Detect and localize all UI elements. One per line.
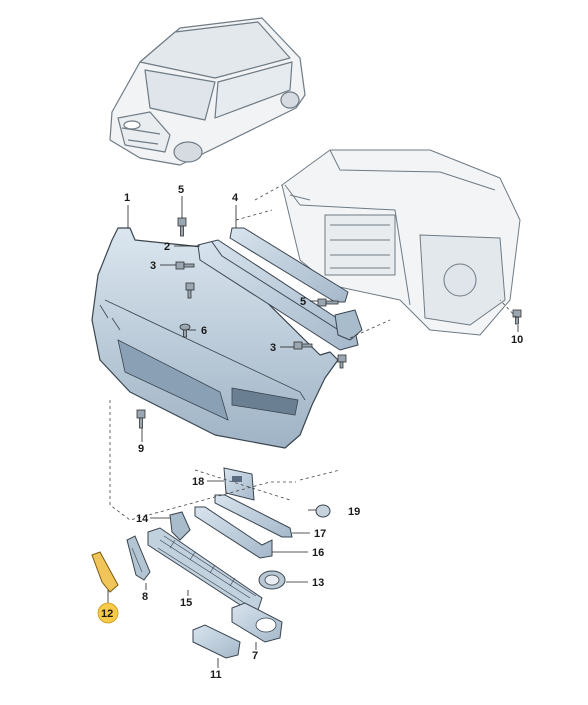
bumper-carrier <box>229 227 349 303</box>
callout-17: 17 <box>314 528 326 540</box>
blanking-cover <box>192 624 241 659</box>
grille-bracket <box>169 511 191 541</box>
fog-light <box>258 570 286 590</box>
callout-12-highlight: 12 <box>97 602 119 624</box>
guide-lines <box>109 184 518 521</box>
callout-6: 6 <box>201 325 207 337</box>
callout-10: 10 <box>511 334 523 346</box>
screw-5-top <box>177 217 187 237</box>
screw-5-right <box>317 298 339 307</box>
callout-9: 9 <box>138 443 144 455</box>
side-bracket <box>334 309 363 341</box>
clip-9 <box>136 409 146 429</box>
callout-14: 14 <box>136 513 149 525</box>
leader-lines <box>107 196 519 668</box>
license-plate-bracket <box>223 467 255 501</box>
callout-7: 7 <box>252 650 258 662</box>
trim-strip-upper <box>214 494 293 538</box>
callout-13: 13 <box>312 577 324 589</box>
fog-light-frame <box>231 602 283 643</box>
screw-3-left <box>175 261 195 270</box>
bumper-cover <box>91 227 339 449</box>
screw-lower-right <box>337 354 347 369</box>
vehicle-body-frame <box>281 149 521 336</box>
callout-8: 8 <box>142 591 148 603</box>
callout-3b: 3 <box>270 342 276 354</box>
side-grille-left <box>126 535 151 581</box>
callout-5b: 5 <box>300 296 306 308</box>
callout-3a: 3 <box>150 260 156 272</box>
screw-10 <box>512 309 522 325</box>
clip-6 <box>179 323 191 338</box>
callout-11: 11 <box>210 669 222 681</box>
callout-4: 4 <box>232 192 239 204</box>
callout-5a: 5 <box>178 184 184 196</box>
car-illustration <box>109 17 306 166</box>
callout-19: 19 <box>348 506 360 518</box>
towing-eye-cap <box>315 504 331 518</box>
callout-18: 18 <box>192 476 204 488</box>
screws <box>136 217 522 429</box>
callout-12: 12 <box>101 608 113 620</box>
screw-lower-left <box>185 282 195 299</box>
trim-strip-lower <box>194 506 273 559</box>
screw-3-right <box>293 341 313 350</box>
callout-2: 2 <box>164 241 170 253</box>
highlighted-part-12 <box>91 551 119 593</box>
callout-16: 16 <box>312 547 324 559</box>
callout-1: 1 <box>124 192 130 204</box>
callout-15: 15 <box>180 597 192 609</box>
callouts: 1 2 3 3 4 5 5 6 7 8 9 10 11 12 13 14 15 … <box>97 184 523 681</box>
impact-absorber <box>197 239 359 351</box>
